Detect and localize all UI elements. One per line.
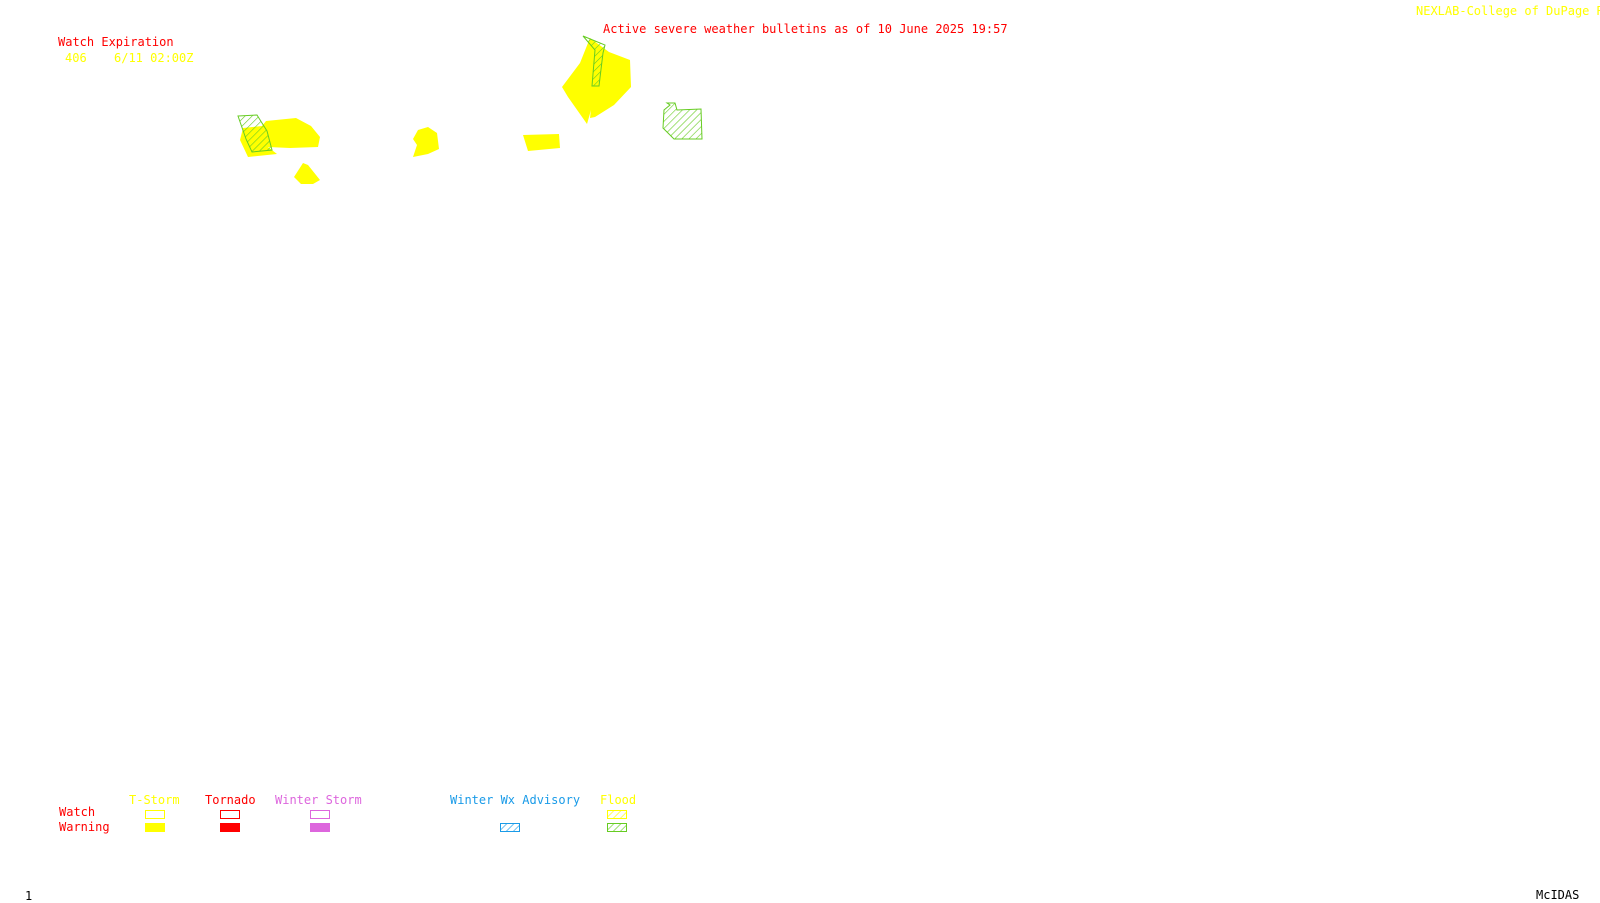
watch-table-title: Watch Expiration: [58, 35, 174, 49]
legend-header-flood: Flood: [600, 793, 637, 807]
legend-swatch-flood-watch: [607, 810, 627, 819]
bulletin-title: Active severe weather bulletins as of 10…: [603, 22, 1008, 36]
tstorm-warning-polygon: [413, 127, 439, 157]
legend-header-winter-storm: Winter Storm: [275, 793, 362, 807]
legend-header-tstorm: T-Storm: [129, 793, 180, 807]
legend-swatch-winter-wx-advisory: [500, 823, 520, 832]
flood-warning-polygon: [582, 35, 606, 87]
legend-row-watch: Watch: [59, 805, 96, 819]
legend-row-warning: Warning: [59, 820, 110, 834]
tstorm-warning-polygon: [294, 163, 320, 184]
legend-swatch-tornado-warning: [220, 823, 240, 832]
watch-row-number: 406: [65, 51, 87, 65]
legend-header-tornado: Tornado: [205, 793, 256, 807]
legend-swatch-tstorm-warning: [145, 823, 165, 832]
legend-header-winter-wx-advisory: Winter Wx Advisory: [450, 793, 581, 807]
tstorm-warning-polygon: [523, 134, 560, 151]
legend-swatch-tstorm-watch: [145, 810, 165, 819]
legend-swatch-tornado-watch: [220, 810, 240, 819]
legend-swatch-winter-storm-watch: [310, 810, 330, 819]
legend-swatch-flood-warning: [607, 823, 627, 832]
frame-number: 1: [25, 889, 33, 903]
credit-label: NEXLAB-College of DuPage R: [1416, 4, 1600, 18]
watch-row-expires: 6/11 02:00Z: [114, 51, 194, 65]
software-label: McIDAS: [1536, 888, 1580, 902]
flood-warning-polygon: [237, 114, 273, 153]
legend-swatch-winter-storm-warning: [310, 823, 330, 832]
flood-warning-polygon: [662, 102, 703, 140]
